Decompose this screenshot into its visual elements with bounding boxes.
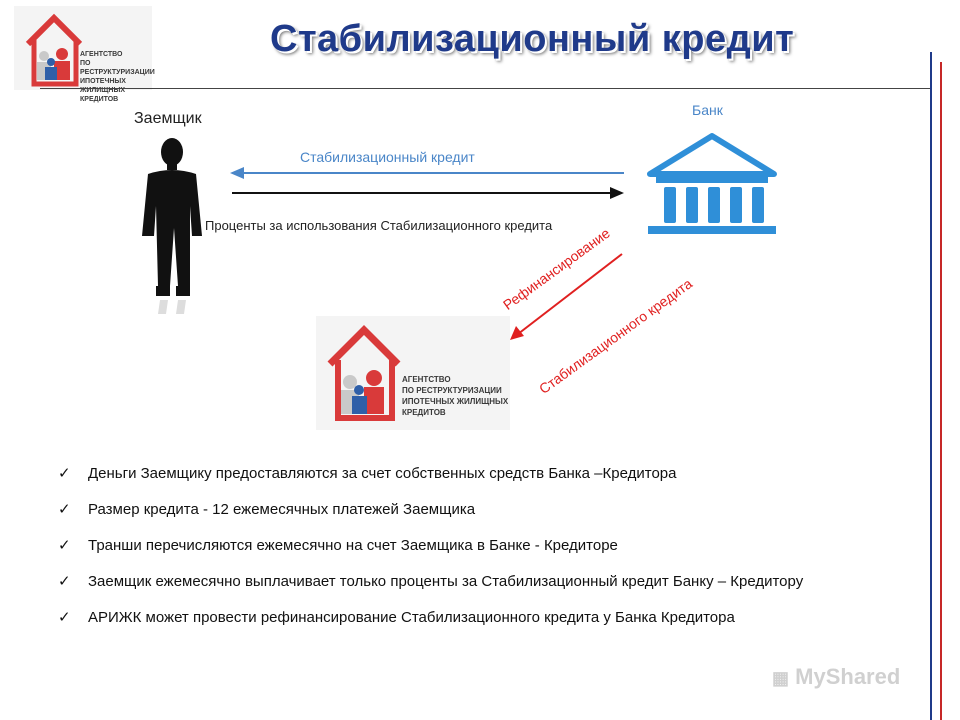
frame-line-red	[940, 62, 942, 720]
house-logo-icon	[327, 325, 401, 421]
bank-label: Банк	[692, 102, 723, 118]
refinance-arrow	[510, 253, 623, 340]
watermark-icon: ▦	[772, 668, 790, 688]
list-item: ✓Размер кредита - 12 ежемесячных платеже…	[58, 498, 908, 522]
checkmark-icon: ✓	[58, 465, 71, 482]
bullet-list: ✓Деньги Заемщику предоставляются за счет…	[58, 462, 908, 642]
arrow-top-label: Стабилизационный кредит	[300, 149, 475, 165]
center-logo: АГЕНТСТВО ПО РЕСТРУКТУРИЗАЦИИ ИПОТЕЧНЫХ …	[316, 316, 510, 430]
house-logo-icon	[25, 13, 82, 87]
list-item: ✓Транши перечисляются ежемесячно на счет…	[58, 534, 908, 558]
list-item: ✓Деньги Заемщику предоставляются за счет…	[58, 462, 908, 486]
borrower-label: Заемщик	[134, 110, 202, 127]
frame-line-blue	[930, 52, 932, 720]
checkmark-icon: ✓	[58, 501, 71, 518]
list-item: ✓АРИЖК может провести рефинансирование С…	[58, 606, 908, 630]
bank-building-icon	[647, 133, 777, 234]
logo-text: АГЕНТСТВО ПО РЕСТРУКТУРИЗАЦИИ ИПОТЕЧНЫХ …	[402, 375, 509, 417]
loan-arrow	[230, 167, 624, 199]
watermark: ▦ MyShared	[772, 664, 901, 689]
top-logo: АГЕНТСТВО ПО РЕСТРУКТУРИЗАЦИИ ИПОТЕЧНЫХ …	[14, 6, 155, 103]
title-divider	[40, 88, 932, 89]
person-silhouette-icon	[142, 138, 202, 314]
page-title: Стабилизационный кредит	[270, 18, 795, 60]
list-item: ✓Заемщик ежемесячно выплачивает только п…	[58, 570, 908, 594]
checkmark-icon: ✓	[58, 573, 71, 590]
checkmark-icon: ✓	[58, 537, 71, 554]
logo-text: АГЕНТСТВО ПО РЕСТРУКТУРИЗАЦИИ ИПОТЕЧНЫХ …	[80, 51, 155, 103]
checkmark-icon: ✓	[58, 609, 71, 626]
arrow-bottom-label: Проценты за использования Стабилизационн…	[205, 218, 553, 233]
